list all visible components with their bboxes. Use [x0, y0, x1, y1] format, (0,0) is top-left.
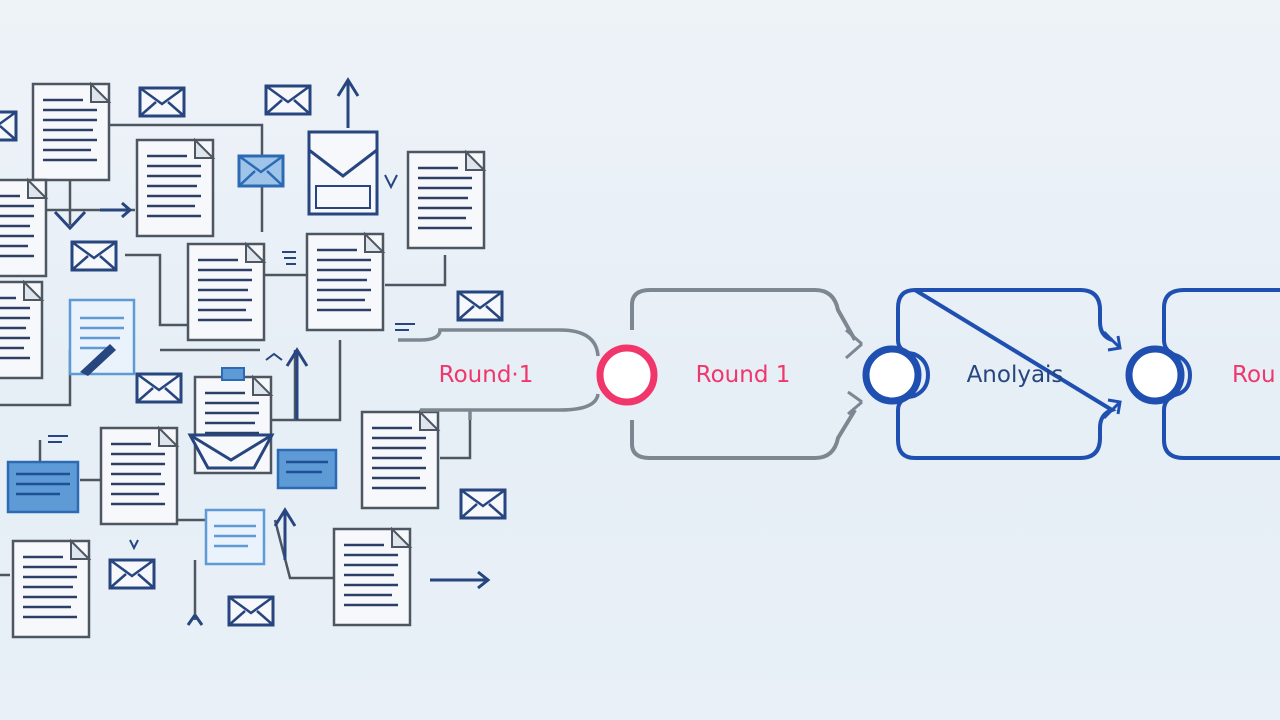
stage-round-next: Rou — [1162, 288, 1280, 460]
document-icon — [360, 410, 440, 510]
document-icon — [31, 82, 111, 182]
stage-analysis: Anolyais — [896, 287, 1122, 460]
document-icon — [0, 280, 44, 380]
envelope-icon — [70, 240, 118, 272]
stage-round-start: Round·1 — [439, 362, 534, 388]
document-icon — [0, 178, 48, 278]
document-icon — [99, 426, 179, 526]
document-icon — [135, 138, 215, 238]
decorative-marks — [48, 174, 415, 551]
navy-arrows — [53, 77, 491, 626]
document-icon — [186, 242, 266, 342]
open-envelope-icon — [307, 130, 379, 216]
document-icon — [11, 539, 91, 639]
envelope-icon — [135, 372, 183, 404]
document-icon — [406, 150, 486, 250]
envelope-icon — [138, 86, 186, 118]
stage-round-1: Round 1 — [630, 288, 863, 460]
node-ring — [1125, 345, 1185, 405]
flow-connector — [398, 328, 600, 420]
stage-label: Round 1 — [696, 362, 791, 388]
envelope-icon — [108, 558, 156, 590]
stage-label: Anolyais — [967, 362, 1064, 388]
blue-document-icons — [6, 298, 338, 566]
envelope-icon — [456, 290, 504, 322]
stage-label: Rou — [1232, 362, 1276, 388]
open-envelope-icon — [187, 433, 275, 470]
envelope-icon — [264, 84, 312, 116]
connector-lines — [0, 123, 472, 620]
node-ring — [862, 345, 922, 405]
envelope-icon — [0, 110, 18, 142]
envelope-icon — [227, 595, 275, 627]
node-ring — [596, 344, 658, 406]
document-icon — [332, 527, 412, 627]
document-icon — [305, 232, 385, 332]
envelope-icon — [459, 488, 507, 520]
stage-label: Round·1 — [439, 362, 534, 388]
envelope-icon — [237, 154, 285, 188]
